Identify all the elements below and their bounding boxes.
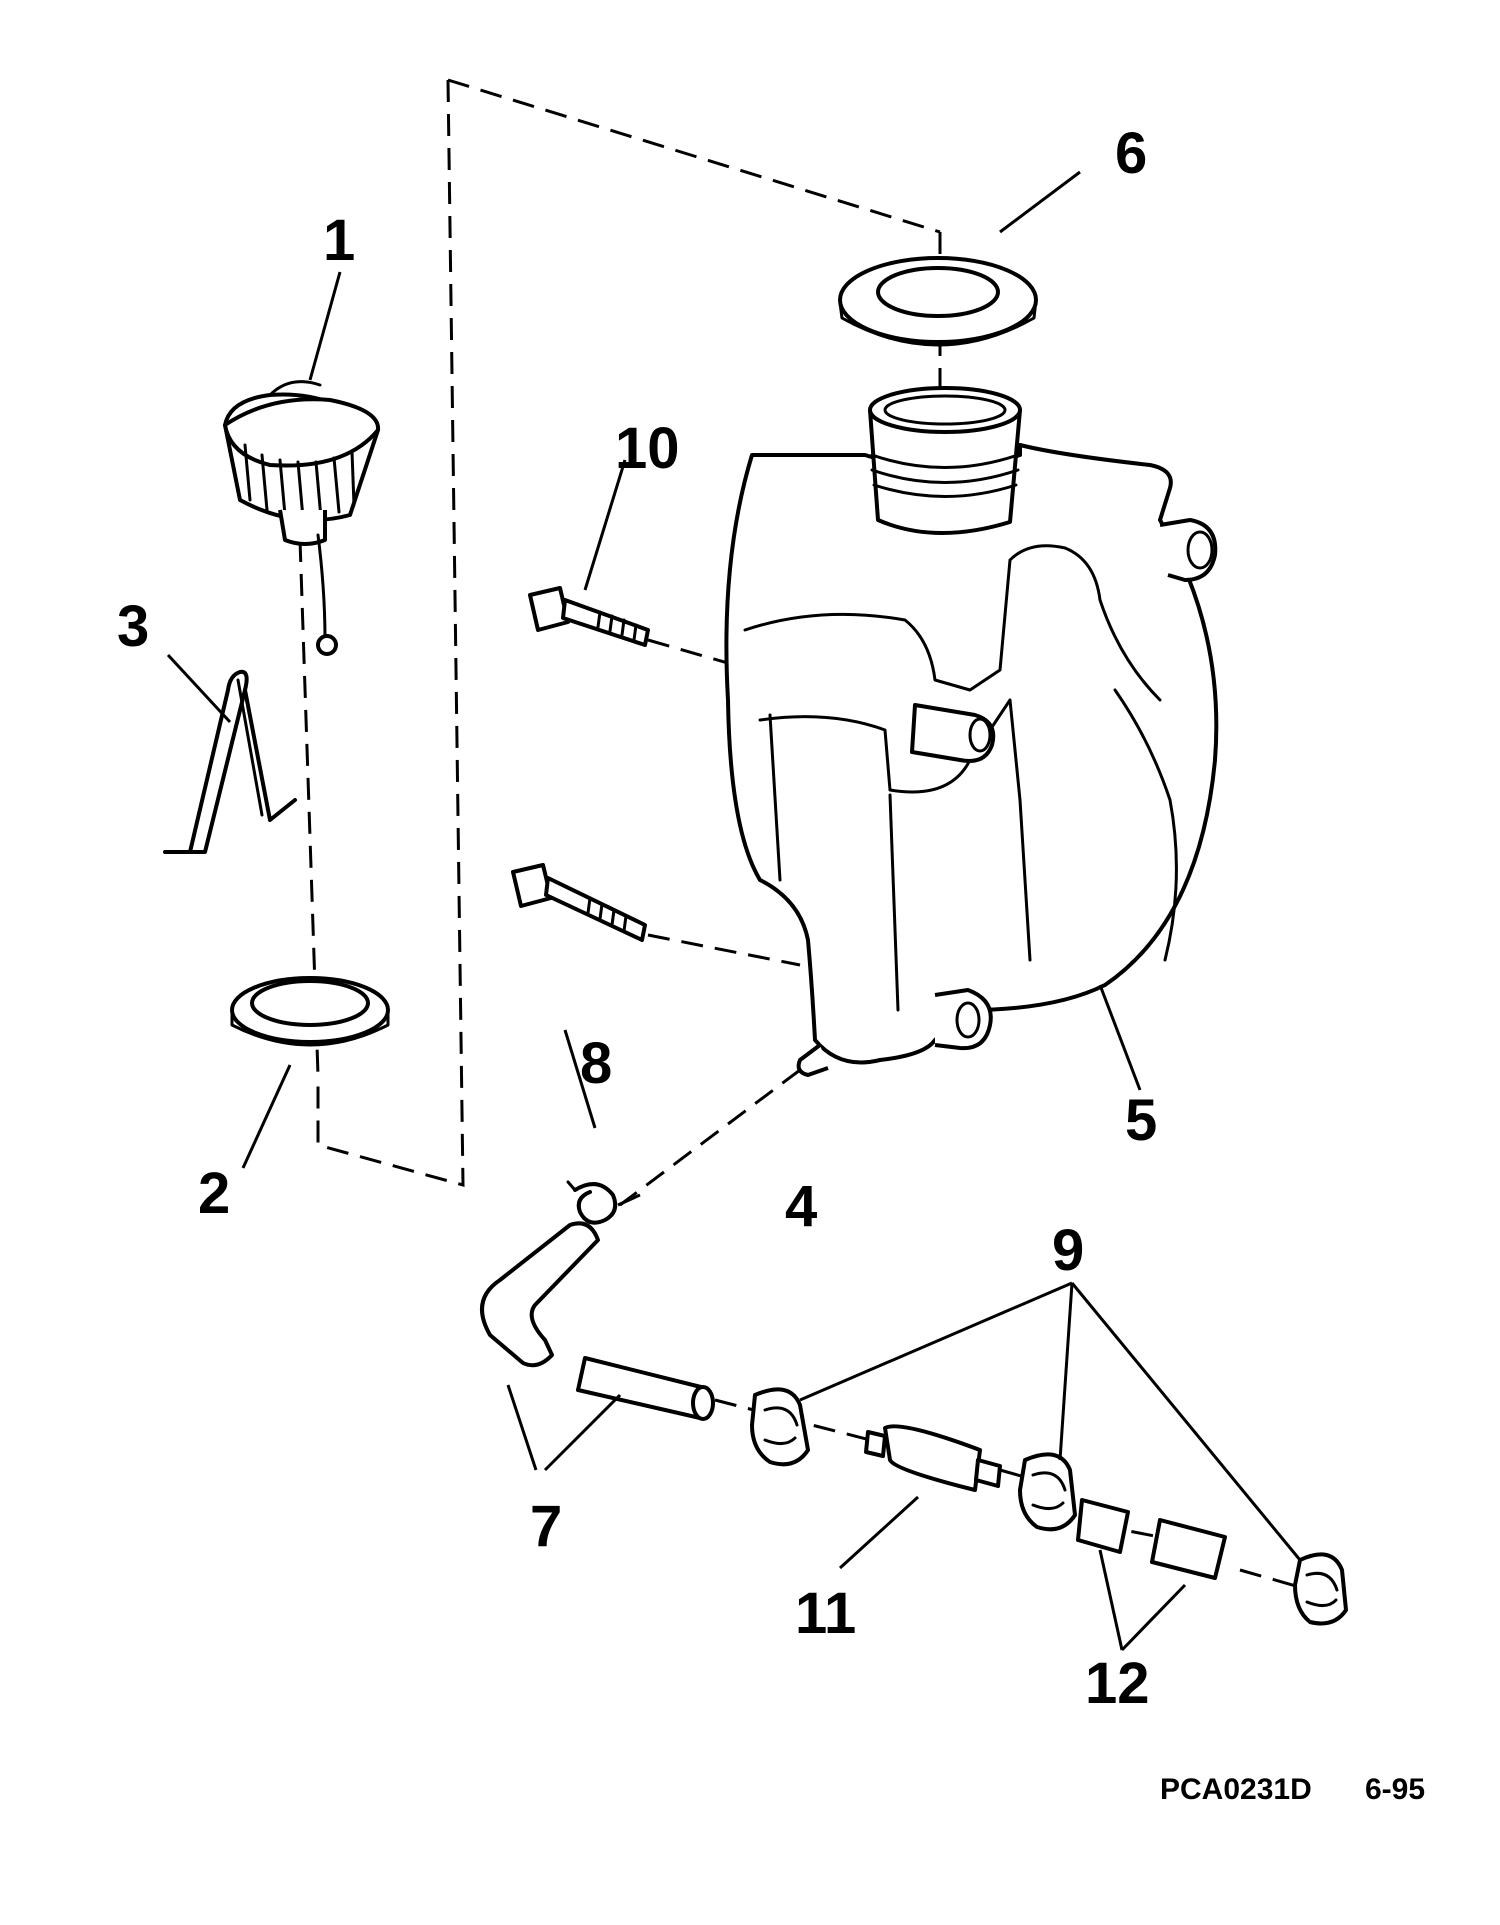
leader-lines [166,170,1302,1652]
lower-bolt [511,863,647,942]
inline-filter [864,1424,1002,1492]
callout-3: 3 [117,594,150,659]
neck-gasket [838,256,1038,347]
filter-sleeves [1076,1498,1227,1580]
cap-gasket [230,976,390,1047]
callout-7: 7 [530,1494,563,1559]
callout-1: 1 [323,208,356,273]
fill-cap [223,380,381,656]
oil-tank [724,386,1219,1077]
date-code: 6-95 [1365,1773,1426,1806]
tether-clip [163,669,297,854]
callout-8: 8 [580,1031,613,1096]
upper-bolt [528,586,650,647]
drawing-number: PCA0231D [1160,1773,1312,1806]
oil-hoses [480,1221,715,1421]
callout-12: 12 [1085,1651,1150,1716]
callout-11: 11 [795,1581,857,1646]
callout-6: 6 [1115,121,1148,186]
hose-clamps [750,1387,1348,1626]
callout-2: 2 [198,1161,231,1226]
callout-4: 4 [785,1174,818,1239]
hose-clamp [566,1180,618,1225]
callout-10: 10 [615,416,680,481]
callout-9: 9 [1052,1218,1085,1283]
callout-5: 5 [1125,1088,1158,1153]
